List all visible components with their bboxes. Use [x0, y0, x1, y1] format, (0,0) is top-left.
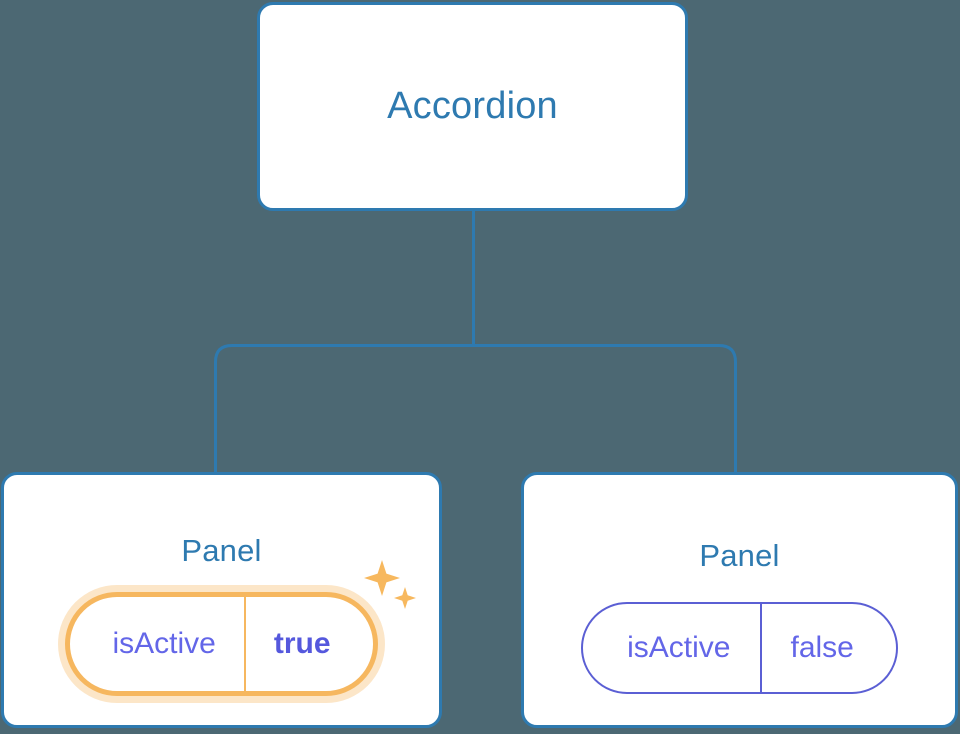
prop-badge-isactive-true-wrapper: isActive true: [65, 560, 416, 696]
node-panel-inactive[interactable]: Panel isActive false: [521, 472, 958, 728]
connector-branch-right: [473, 344, 737, 474]
node-panel-active[interactable]: Panel isActive true: [1, 472, 442, 728]
prop-badge-isactive-true[interactable]: isActive true: [65, 592, 378, 696]
prop-badge-isactive-false-wrapper: isActive false: [581, 602, 898, 694]
node-panel-inactive-title: Panel: [699, 538, 780, 573]
prop-value: false: [790, 631, 854, 664]
prop-key: isActive: [583, 604, 763, 692]
prop-value: true: [273, 627, 331, 660]
node-accordion-title: Accordion: [387, 85, 558, 127]
node-panel-active-title: Panel: [181, 533, 262, 568]
connector-branch-left: [214, 344, 474, 474]
prop-badge-isactive-false[interactable]: isActive false: [581, 602, 898, 694]
prop-key: isActive: [70, 597, 246, 691]
node-accordion[interactable]: Accordion: [257, 2, 688, 211]
